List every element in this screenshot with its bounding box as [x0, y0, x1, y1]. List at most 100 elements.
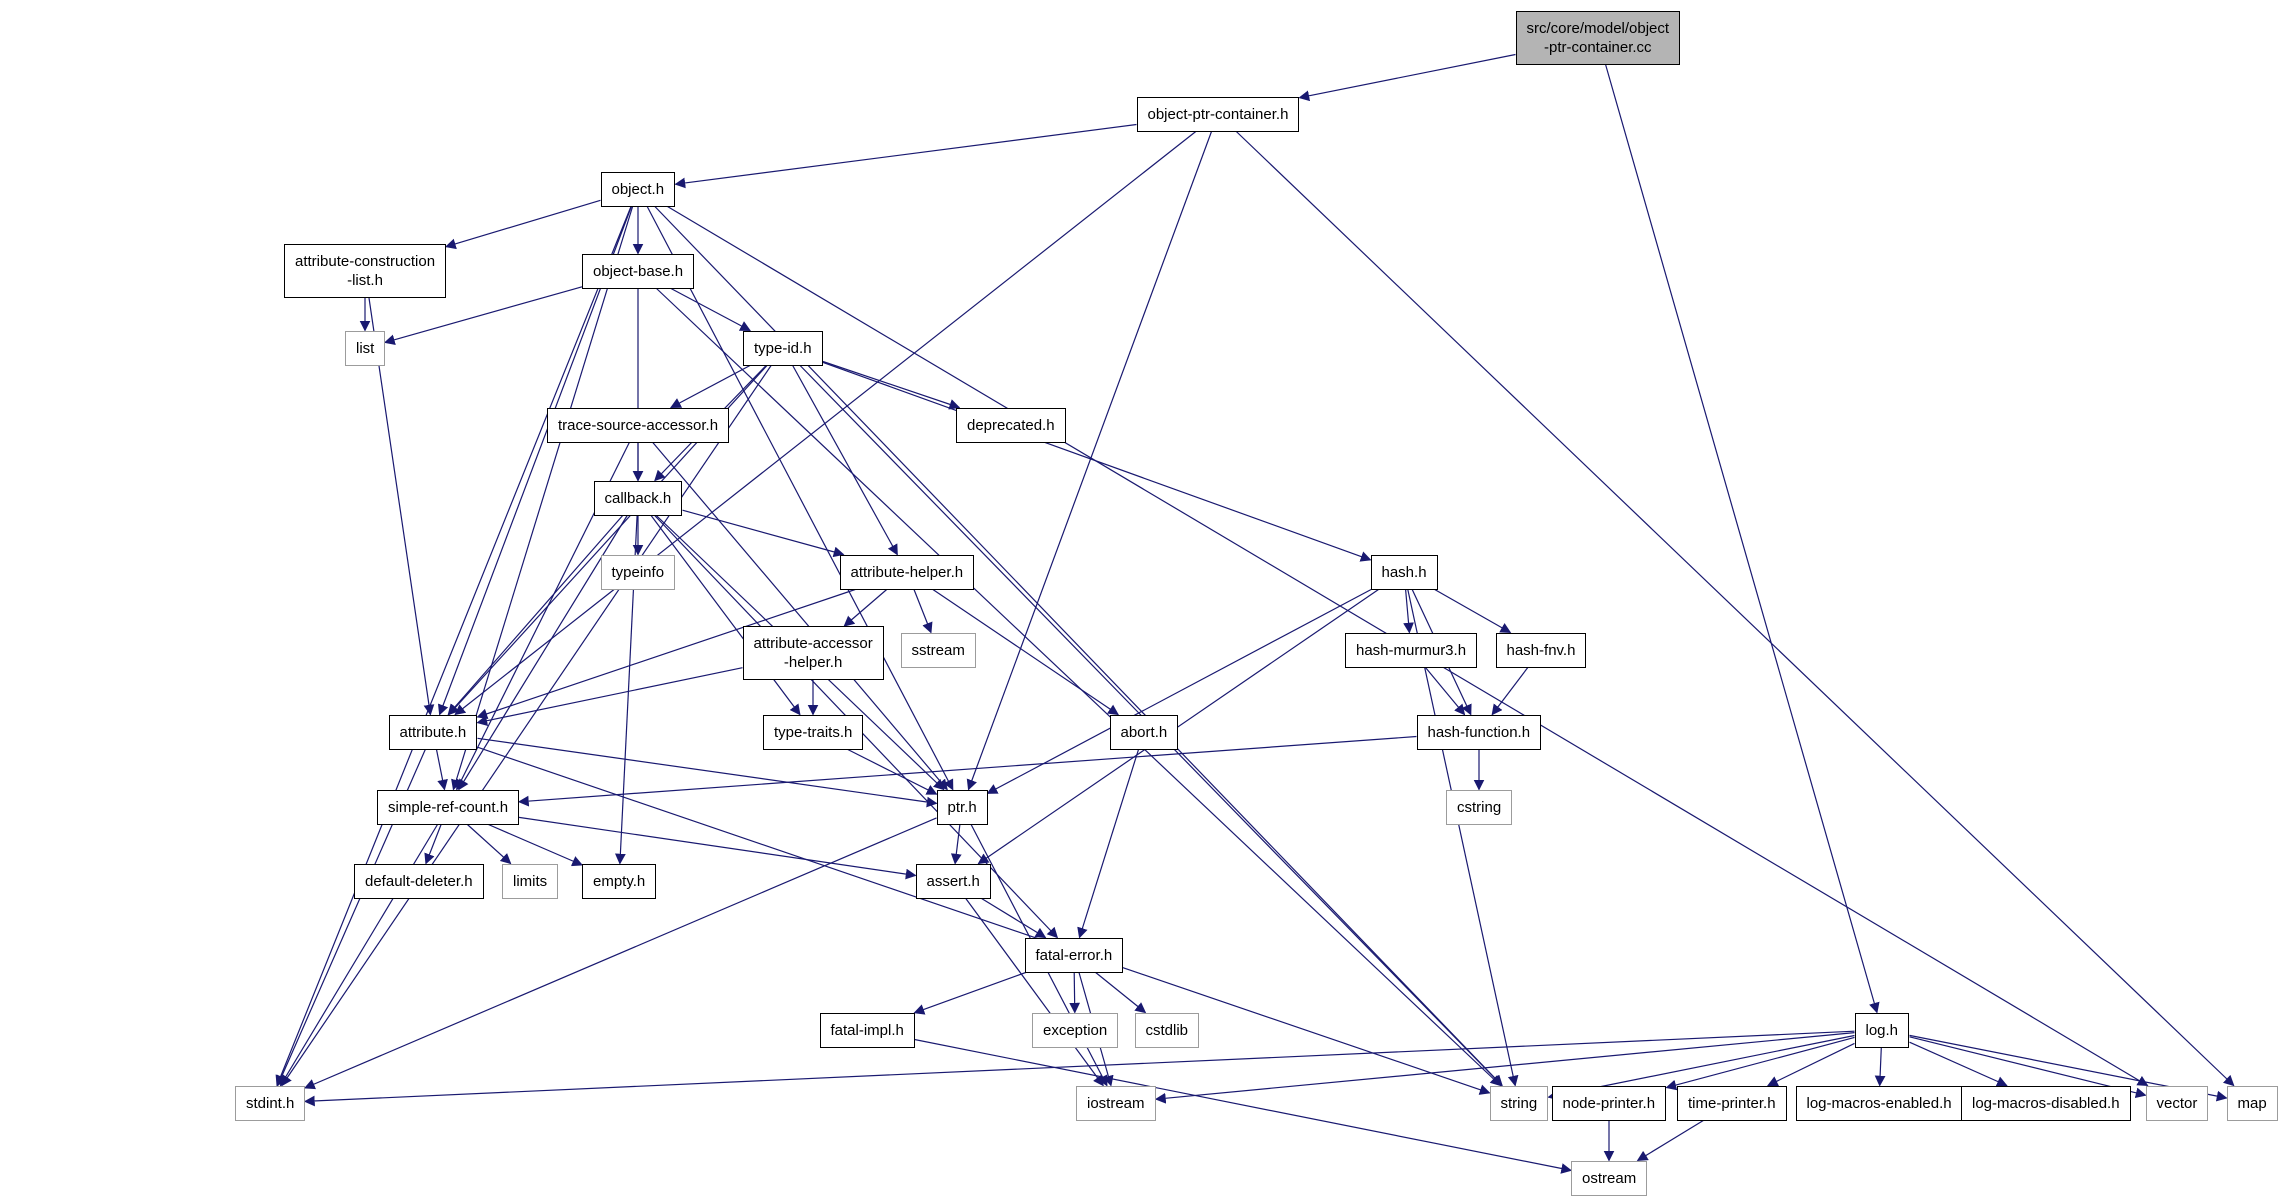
- edge-hash-h-to-ptr-h: [986, 588, 1372, 794]
- edge-log-h-to-vector: [1909, 1036, 2147, 1099]
- node-hash-function-h[interactable]: hash-function.h: [1416, 714, 1542, 750]
- edge-optrc-h-to-object-h: [674, 123, 1137, 189]
- node-callback-h[interactable]: callback.h: [593, 480, 683, 516]
- node-fatal-error-h[interactable]: fatal-error.h: [1024, 937, 1124, 973]
- edge-object-base-h-to-string: [656, 288, 1502, 1087]
- node-attribute-construction-list-h[interactable]: attribute-construction -list.h: [284, 244, 447, 298]
- edge-hash-h-to-fnv-h: [1434, 588, 1512, 634]
- node-assert-h[interactable]: assert.h: [915, 863, 991, 899]
- edge-type-id-h-to-tsa-h: [670, 364, 751, 409]
- node-empty-h[interactable]: empty.h: [582, 863, 657, 899]
- edge-log-h-to-lmd-h: [1909, 1041, 2008, 1087]
- edge-cc-to-optrc-h: [1298, 53, 1516, 102]
- node-stdint-h: stdint.h: [235, 1085, 306, 1121]
- edge-fatal-error-h-to-cstdlib: [1095, 972, 1147, 1014]
- edge-type-traits-h-to-ptr-h: [847, 748, 938, 795]
- node-log-macros-enabled-h[interactable]: log-macros-enabled.h: [1795, 1085, 1963, 1121]
- edge-assert-h-to-iostream: [965, 898, 1104, 1087]
- edge-cc-to-log-h: [1605, 64, 1880, 1014]
- node-object-h[interactable]: object.h: [600, 171, 676, 207]
- edge-src-h-to-empty-h: [488, 823, 583, 867]
- edge-type-id-h-to-stdint-h: [281, 365, 772, 1087]
- edge-fnv-h-to-hash-function-h: [1491, 667, 1529, 716]
- edge-attr-helper-h-to-aah-h: [843, 589, 888, 627]
- node-trace-source-accessor-h[interactable]: trace-source-accessor.h: [547, 407, 730, 443]
- node-string: string: [1489, 1085, 1549, 1121]
- node-hash-fnv-h[interactable]: hash-fnv.h: [1495, 632, 1587, 668]
- node-node-printer-h[interactable]: node-printer.h: [1551, 1085, 1667, 1121]
- edge-log-h-to-node-printer-h: [1665, 1036, 1855, 1091]
- edge-callback-h-to-attr-helper-h: [682, 509, 845, 558]
- edge-callback-h-to-src-h: [458, 515, 628, 791]
- edge-acl-h-to-attribute-h: [368, 297, 435, 716]
- node-time-printer-h[interactable]: time-printer.h: [1677, 1085, 1787, 1121]
- edge-hash-h-to-murmur3-h: [1403, 589, 1414, 634]
- node-map: map: [2226, 1085, 2278, 1121]
- edge-fatal-error-h-to-fatal-impl-h: [913, 971, 1026, 1015]
- edge-optrc-h-to-attribute-h: [454, 131, 1197, 716]
- edge-optrc-h-to-map: [1235, 131, 2235, 1087]
- edge-src-h-to-limits: [466, 824, 512, 865]
- edge-type-id-h-to-hash-h: [822, 361, 1372, 562]
- edge-src-h-to-assert-h: [518, 816, 917, 880]
- node-default-deleter-h[interactable]: default-deleter.h: [354, 863, 484, 899]
- edge-type-id-h-to-attr-helper-h: [792, 365, 898, 556]
- node-fatal-impl-h[interactable]: fatal-impl.h: [819, 1012, 915, 1048]
- node-log-h[interactable]: log.h: [1854, 1012, 1910, 1048]
- node-src-core-model-object-ptr-container-cc[interactable]: src/core/model/object -ptr-container.cc: [1515, 11, 1681, 65]
- edge-object-base-h-to-list: [383, 286, 583, 345]
- node-vector: vector: [2145, 1085, 2209, 1121]
- node-deprecated-h[interactable]: deprecated.h: [956, 407, 1066, 443]
- node-cstring: cstring: [1446, 789, 1513, 825]
- node-type-id-h[interactable]: type-id.h: [743, 330, 823, 366]
- node-log-macros-disabled-h[interactable]: log-macros-disabled.h: [1961, 1085, 2131, 1121]
- edge-src-h-to-dd-h: [424, 824, 442, 865]
- edge-callback-h-to-attribute-h: [447, 515, 624, 716]
- node-ostream: ostream: [1571, 1160, 1648, 1196]
- edge-hash-function-h-to-src-h: [517, 735, 1417, 807]
- edge-log-h-to-lme-h: [1874, 1047, 1886, 1087]
- node-list: list: [345, 330, 386, 366]
- edge-attribute-h-to-string: [477, 746, 1491, 1095]
- edge-attr-helper-h-to-abort-h: [932, 589, 1119, 716]
- edge-aah-h-to-attribute-h: [476, 667, 743, 727]
- edge-time-printer-h-to-ostream: [1636, 1119, 1704, 1162]
- edge-object-h-to-ptr-h: [646, 206, 954, 791]
- edge-abort-h-to-fatal-error-h: [1077, 749, 1140, 939]
- edge-callback-h-to-type-traits-h: [650, 515, 801, 716]
- node-exception: exception: [1032, 1012, 1119, 1048]
- node-ptr-h[interactable]: ptr.h: [936, 789, 988, 825]
- edge-murmur3-h-to-hash-function-h: [1425, 667, 1466, 716]
- edge-attr-helper-h-to-sstream: [913, 589, 933, 634]
- node-type-traits-h[interactable]: type-traits.h: [763, 714, 864, 750]
- node-hash-h[interactable]: hash.h: [1370, 554, 1438, 590]
- edge-attribute-h-to-ptr-h: [477, 737, 938, 808]
- edge-assert-h-to-fatal-error-h: [981, 897, 1047, 939]
- edge-object-h-to-attribute-h: [437, 206, 632, 716]
- edge-optrc-h-to-ptr-h: [966, 131, 1213, 791]
- edge-fatal-error-h-to-exception: [1069, 972, 1081, 1014]
- edge-type-id-h-to-deprecated-h: [822, 360, 961, 410]
- edge-tsa-h-to-ptr-h: [652, 442, 948, 791]
- node-iostream: iostream: [1076, 1085, 1156, 1121]
- edge-log-h-to-time-printer-h: [1767, 1042, 1855, 1087]
- edge-object-h-to-acl-h: [444, 199, 601, 250]
- node-cstdlib: cstdlib: [1134, 1012, 1200, 1048]
- edge-ptr-h-to-assert-h: [950, 824, 962, 865]
- edge-ptr-h-to-stdint-h: [304, 817, 937, 1090]
- node-attribute-h[interactable]: attribute.h: [388, 714, 478, 750]
- edge-attribute-h-to-src-h: [435, 749, 448, 791]
- edge-attr-helper-h-to-attribute-h: [476, 588, 856, 720]
- edge-object-base-h-to-type-id-h: [670, 287, 751, 332]
- node-simple-ref-count-h[interactable]: simple-ref-count.h: [377, 789, 520, 825]
- node-limits: limits: [502, 863, 559, 899]
- node-hash-murmur3-h[interactable]: hash-murmur3.h: [1345, 632, 1478, 668]
- edge-object-h-to-stdint-h: [275, 206, 632, 1087]
- node-attribute-accessor-helper-h[interactable]: attribute-accessor -helper.h: [742, 626, 884, 680]
- node-abort-h[interactable]: abort.h: [1109, 714, 1179, 750]
- node-object-base-h[interactable]: object-base.h: [582, 253, 695, 289]
- node-object-ptr-container-h[interactable]: object-ptr-container.h: [1136, 96, 1300, 132]
- edge-object-h-to-src-h: [451, 206, 634, 791]
- node-attribute-helper-h[interactable]: attribute-helper.h: [839, 554, 975, 590]
